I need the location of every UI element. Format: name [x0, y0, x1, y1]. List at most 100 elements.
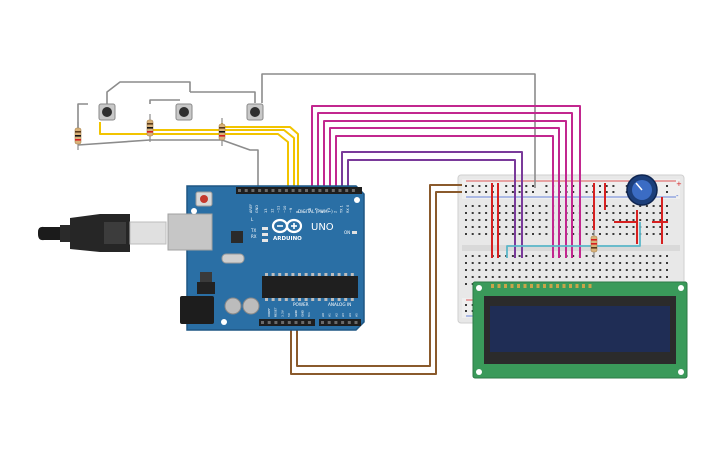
breadboard-hole: [585, 276, 588, 278]
header-hole: [311, 189, 315, 192]
chip-pin: [311, 298, 315, 301]
rail-hole: [605, 191, 608, 193]
brown-wire: [296, 184, 462, 367]
power-pin-label: 3.3V: [280, 309, 284, 317]
power-pin-label: IOREF: [267, 308, 271, 317]
breadboard-hole: [525, 212, 528, 214]
breadboard-hole: [545, 226, 548, 228]
breadboard-hole: [545, 212, 548, 214]
breadboard-hole: [599, 233, 601, 235]
breadboard-hole: [632, 233, 635, 235]
breadboard-hole: [471, 212, 474, 214]
breadboard-hole: [625, 262, 628, 264]
breadboard-hole: [505, 205, 508, 207]
breadboard-hole: [532, 233, 534, 235]
breadboard-hole: [585, 226, 588, 228]
breadboard-hole: [545, 233, 548, 235]
chip-pin: [304, 273, 308, 276]
breadboard-hole: [478, 276, 481, 278]
led-l-label: L: [251, 217, 254, 222]
lcd-module[interactable]: [472, 281, 688, 379]
breadboard-hole: [619, 226, 622, 228]
breadboard-hole: [619, 255, 622, 257]
pushbutton-cap: [179, 107, 189, 117]
header-hole: [354, 321, 358, 324]
power-pin-label: Vin: [307, 312, 311, 317]
breadboard-hole: [605, 255, 608, 257]
lcd-pin: [569, 284, 572, 288]
breadboard-hole: [605, 233, 608, 235]
rail-hole: [518, 185, 521, 187]
header-hole: [325, 189, 329, 192]
breadboard-hole: [632, 219, 635, 221]
rail-hole: [572, 191, 575, 193]
pushbutton[interactable]: [175, 103, 193, 121]
breadboard-hole: [532, 262, 534, 264]
breadboard-hole: [478, 255, 481, 257]
breadboard-hole: [659, 219, 662, 221]
resistor[interactable]: [146, 114, 154, 142]
purple-wire: [341, 151, 523, 258]
breadboard-hole: [511, 205, 514, 207]
breadboard-hole: [659, 262, 662, 264]
magenta-wire: [317, 112, 573, 258]
pushbutton[interactable]: [98, 103, 116, 121]
breadboard-hole: [592, 233, 595, 235]
breadboard-hole: [511, 219, 514, 221]
gray-wire: [106, 81, 191, 105]
rail-hole: [511, 191, 514, 193]
rail-hole: [545, 185, 548, 187]
chip-pin: [291, 298, 295, 301]
power-header-holes: [261, 321, 358, 324]
breadboard-hole: [498, 269, 501, 271]
breadboard-hole: [511, 226, 514, 228]
breadboard-hole: [632, 276, 635, 278]
breadboard-hole: [645, 269, 648, 271]
magenta-wire: [335, 135, 554, 258]
arduino-logo-text: ARDUINO: [273, 236, 302, 242]
breadboard-hole: [639, 205, 642, 207]
chip-pin: [291, 273, 295, 276]
breadboard-hole: [612, 262, 615, 264]
breadboard-hole: [625, 205, 628, 207]
breadboard-hole: [599, 269, 601, 271]
analog-header[interactable]: [319, 319, 361, 326]
breadboard-hole: [572, 262, 575, 264]
brown-wire: [290, 191, 462, 375]
breadboard-hole: [471, 205, 474, 207]
breadboard-hole: [639, 255, 642, 257]
breadboard-hole: [478, 205, 481, 207]
power-header[interactable]: [259, 319, 315, 326]
breadboard-hole: [659, 233, 662, 235]
breadboard-hole: [652, 212, 655, 214]
breadboard-hole: [645, 255, 648, 257]
lcd-pin: [536, 284, 540, 288]
resistor[interactable]: [590, 230, 598, 258]
resistor[interactable]: [218, 118, 226, 146]
chip-pins: [265, 273, 354, 301]
lcd-pin: [491, 284, 494, 288]
breadboard-hole: [625, 226, 628, 228]
pushbutton[interactable]: [246, 103, 264, 121]
breadboard-hole: [511, 269, 514, 271]
breadboard-hole: [545, 262, 548, 264]
breadboard-hole: [666, 212, 668, 214]
breadboard-hole: [505, 212, 508, 214]
breadboard-hole: [485, 226, 488, 228]
breadboard-hole: [505, 233, 508, 235]
header-hole: [318, 189, 322, 192]
breadboard-hole: [605, 276, 608, 278]
breadboard-hole: [485, 212, 488, 214]
pushbutton-cap: [102, 107, 112, 117]
breadboard-hole: [511, 233, 514, 235]
rail-hole: [666, 185, 668, 187]
breadboard-hole: [471, 269, 474, 271]
potentiometer[interactable]: [626, 174, 658, 206]
breadboard-hole: [599, 219, 601, 221]
breadboard-hole: [518, 212, 521, 214]
resistor[interactable]: [74, 122, 82, 150]
breadboard-hole: [532, 269, 534, 271]
breadboard-hole: [538, 219, 541, 221]
